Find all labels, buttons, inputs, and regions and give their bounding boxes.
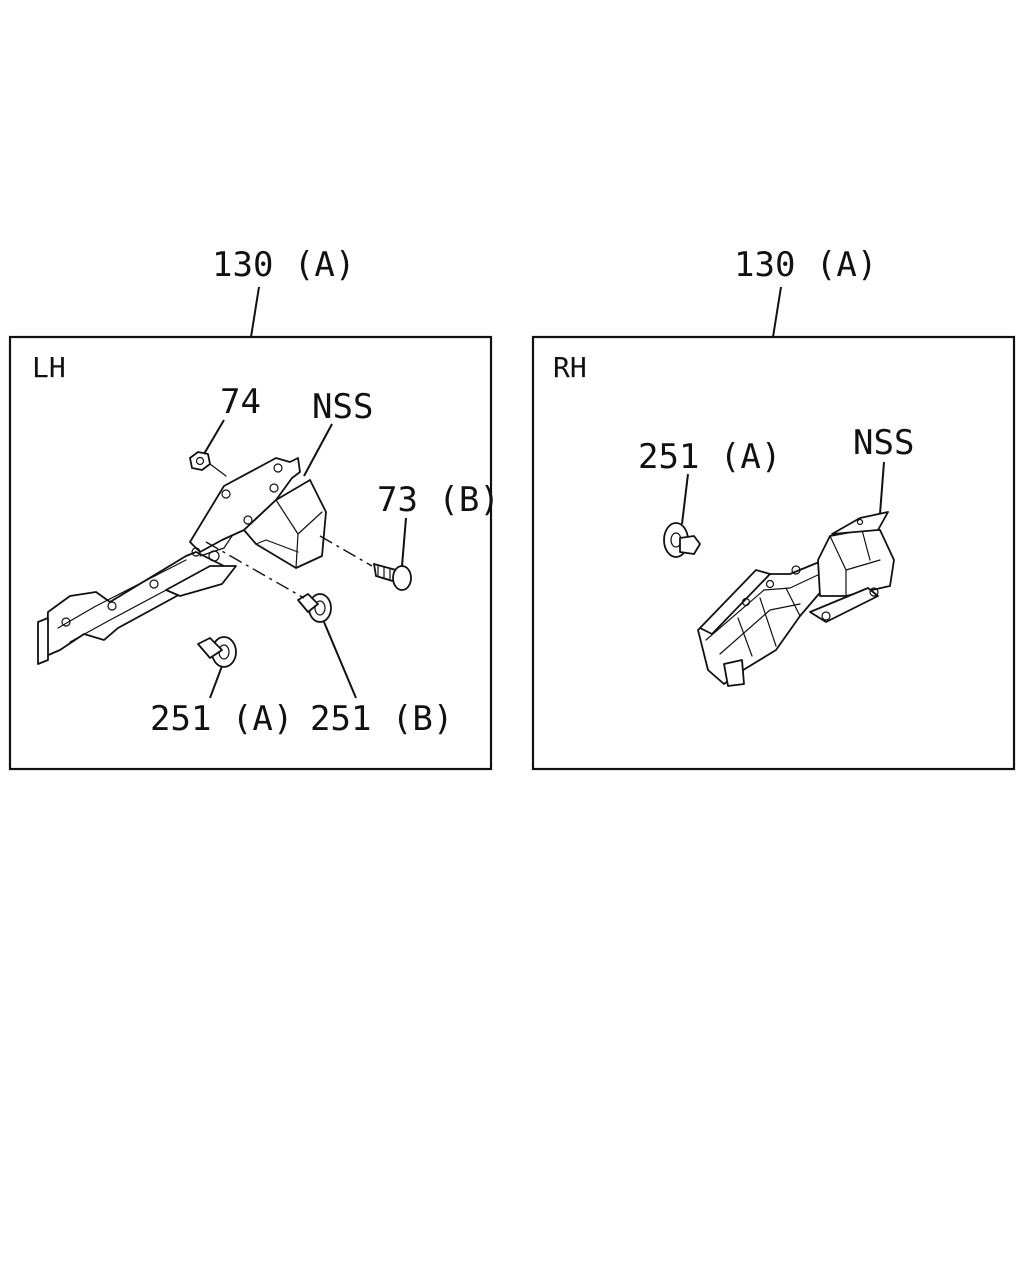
left-side-label: LH (32, 351, 66, 384)
right-side-label: RH (553, 351, 587, 384)
nut-74-part (189, 451, 227, 477)
left-panel-frame (8, 335, 493, 771)
callout-nss-right: NSS (853, 423, 914, 463)
leader-251a-right (681, 473, 689, 525)
callout-73b: 73 (B) (377, 480, 500, 520)
callout-nss-left: NSS (312, 387, 373, 427)
leader-nss-left (303, 423, 333, 477)
leader-251b (323, 621, 357, 699)
right-assembly-label: 130 (A) (734, 245, 877, 285)
right-bracket-part (697, 511, 895, 687)
right-panel-frame (531, 335, 1016, 771)
right-panel: 130 (A) RH (531, 245, 1016, 771)
leader-73b (401, 517, 407, 567)
callout-251b: 251 (B) (310, 699, 453, 739)
left-bracket-part (37, 457, 327, 665)
leader-251a-left (209, 665, 223, 699)
right-assembly-leader (772, 286, 782, 338)
bolt-73b-part (319, 535, 412, 591)
leader-74 (203, 419, 225, 455)
leader-nss-right (879, 461, 885, 515)
callout-251a-right: 251 (A) (638, 437, 781, 477)
callout-74: 74 (220, 382, 261, 422)
left-assembly-label: 130 (A) (212, 245, 355, 285)
left-panel: 130 (A) LH (8, 245, 500, 771)
clip-251a-right-part (663, 522, 701, 558)
left-assembly-leader (250, 286, 260, 338)
clip-251a-left-part (197, 636, 237, 668)
clip-251b-part (205, 541, 332, 623)
callout-251a-left: 251 (A) (150, 699, 293, 739)
